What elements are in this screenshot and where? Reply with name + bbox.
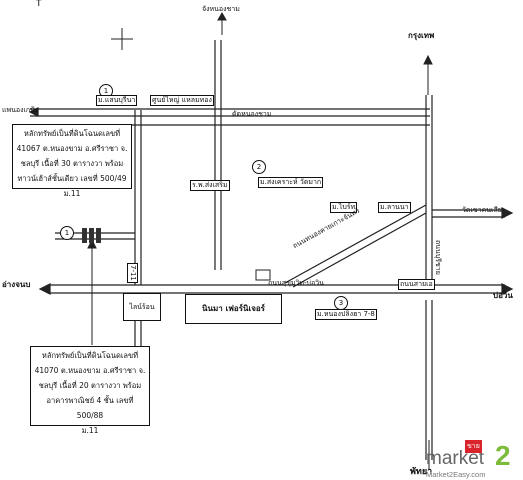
north-arrow-icon: [217, 11, 433, 95]
watermark-number: 2: [495, 440, 511, 471]
crosshair-icon: [111, 28, 133, 50]
temple-label: ม.สงเคราะห์ วัดมาก: [258, 177, 324, 188]
school-label: ร.พ.ส่งเสริม: [190, 180, 230, 191]
marker-circle-2: 2: [252, 160, 266, 174]
compass-marker: T: [36, 0, 42, 9]
watermark: market 2 ขาย Market2Easy.com: [423, 440, 523, 480]
deed-1-line-1: หลักทรัพย์เป็นที่ดินโฉนดเลขที่: [23, 129, 121, 138]
market-label: ม.ไบร์ท: [330, 202, 358, 213]
deed-2-line-5: ม.11: [81, 426, 99, 435]
road-sign-right: ถนนสายเอ: [398, 279, 435, 290]
city-label-pattaya: พัทยา: [410, 467, 433, 477]
deed-1-line-2: 41067 ต.หนองขาม อ.ศรีราชา จ.: [16, 144, 128, 153]
property-buildings: [82, 228, 101, 243]
watermark-tag: Market2Easy.com: [426, 470, 486, 479]
road-label-bank: ดัดหนองชาม: [232, 110, 272, 118]
pointer-arrow: [87, 238, 97, 345]
deed-1-line-3: ชลบุรี เนื้อที่ 30 ตารางวา พร้อม: [20, 159, 124, 168]
shop-right-label: ม.ลานนา: [378, 202, 411, 213]
lotus-label: ไลน์ร้อน: [123, 293, 161, 321]
marker-circle-4: 1: [60, 226, 74, 240]
deed-2-line-2: 41070 ต.หนองขาม อ.ศรีราชา จ.: [34, 366, 146, 375]
deed-2-line-1: หลักทรัพย์เป็นที่ดินโฉนดเลขที่: [41, 351, 139, 360]
watermark-badge: ขาย: [465, 440, 482, 453]
road-diagonal: [284, 204, 427, 288]
road-vertical-center: [214, 40, 222, 270]
big-store-label: นินมา เฟอร์นิเจอร์: [185, 294, 282, 324]
seven-eleven-label: 7-11: [127, 263, 138, 283]
shop-label-2: ศูนย์ไหญ่ แหลมทอง: [150, 95, 214, 106]
deed-2-line-4: อาคารพาณิชย์ 4 ชั้น เลขที่ 500/88: [46, 396, 134, 420]
shop-label-1: ม.แสนบุรีนา: [96, 95, 138, 106]
deed-1-line-4: ทาวน์เฮ้าส์ชั้นเดียว เลขที่ 500/49 ม.11: [17, 174, 127, 198]
road-label-left: แพนองเกป้ง: [2, 106, 39, 114]
city-label-bangkok: กรุงเทพ: [408, 31, 435, 40]
deed-note-2: หลักทรัพย์เป็นที่ดินโฉนดเลขที่ 41070 ต.ห…: [30, 346, 150, 435]
main-road-label: ถนนสุขุมวิท-บ่อวิน: [268, 279, 324, 287]
road-horizontal-top: [28, 107, 430, 126]
road-horizontal-right: [432, 207, 514, 219]
road-label-top: จังหนองชาม: [202, 5, 240, 13]
deed-note-1: หลักทรัพย์เป็นที่ดินโฉนดเลขที่ 41067 ต.ห…: [12, 124, 132, 198]
village-label: ม.หนองปลิงฮา 7-8: [315, 309, 377, 320]
marker-circle-3: 3: [334, 296, 348, 310]
vertical-road-right-label: ถนนบุรีชาย: [434, 240, 442, 275]
watermark-brand: market: [426, 448, 485, 469]
deed-2-line-3: ชลบุรี เนื้อที่ 20 ตารางวา พร้อม: [38, 381, 142, 390]
building-marker: [255, 269, 271, 281]
road-vertical-right: [425, 95, 433, 460]
road-label-left-main: อ่างจนบ: [2, 280, 31, 289]
road-label-right: วัดเขาคนเสีย: [462, 206, 502, 214]
city-label-bo-win: บ่อวิน: [493, 291, 513, 300]
